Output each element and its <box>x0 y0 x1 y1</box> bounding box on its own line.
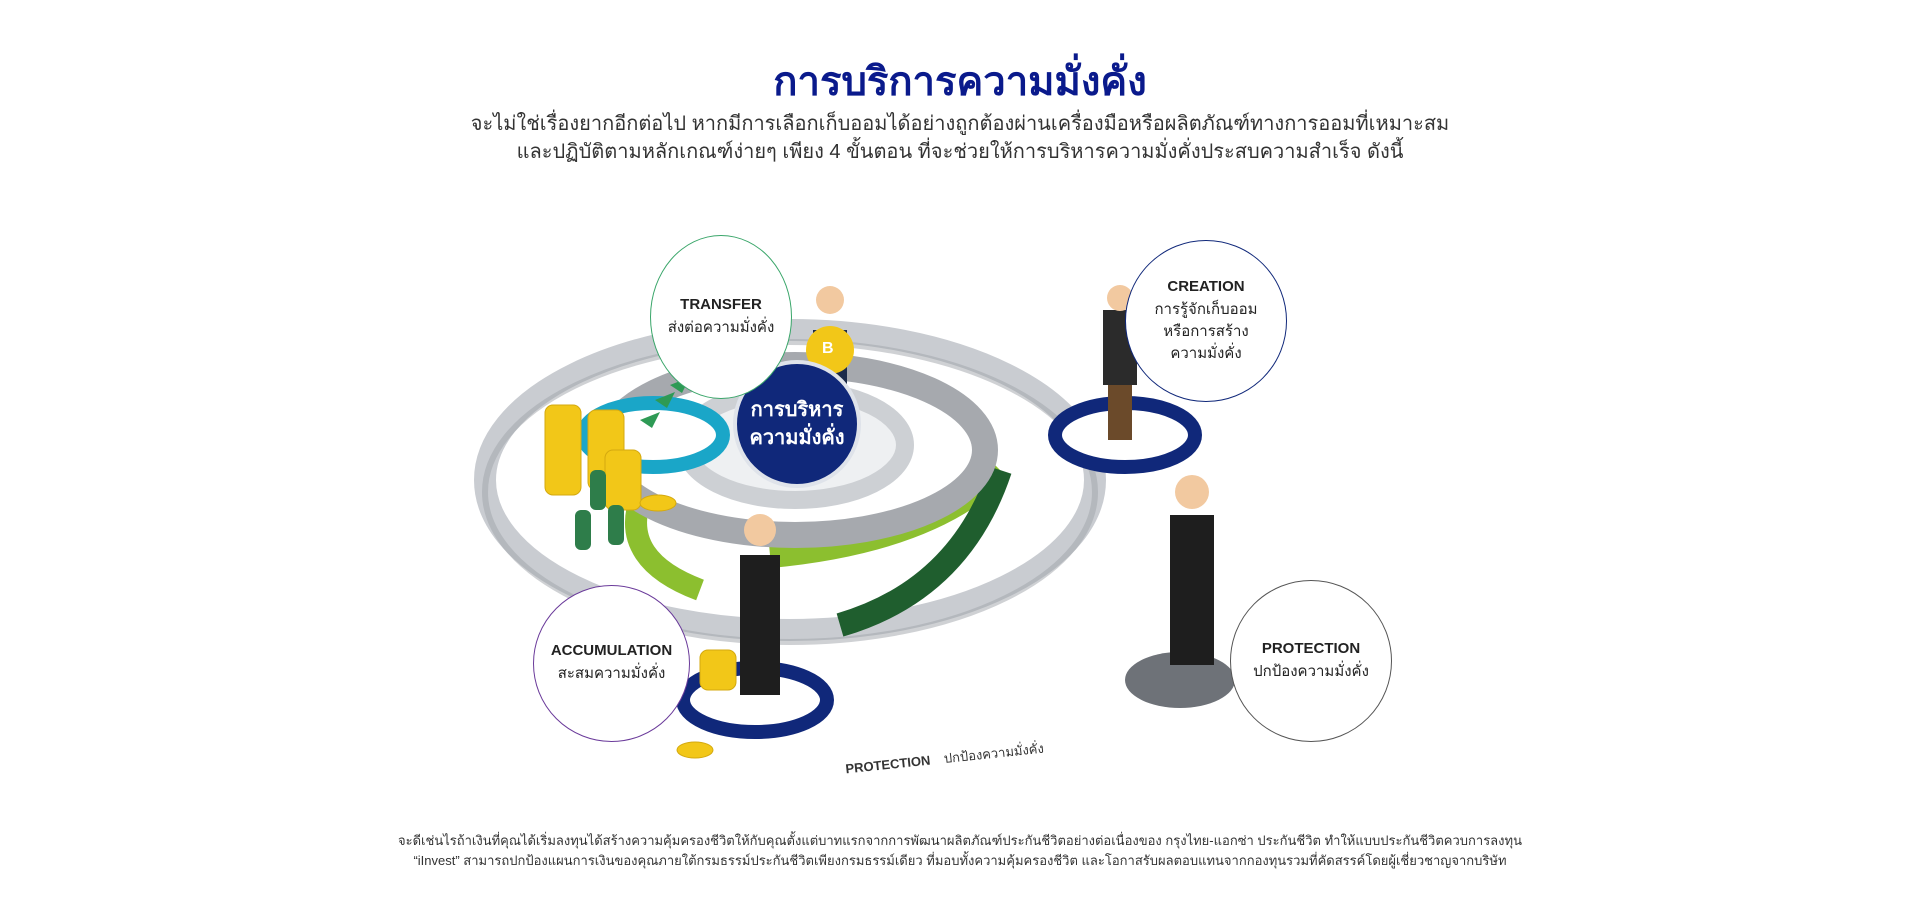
step-creation-desc-3: ความมั่งคั่ง <box>1170 344 1242 362</box>
green-lower-arc <box>625 496 705 601</box>
platform-protection <box>1125 652 1235 708</box>
step-accumulation-title: ACCUMULATION <box>550 642 673 659</box>
intro-line-1: จะไม่ใช่เรื่องยากอีกต่อไป หากมีการเลือกเ… <box>470 113 1450 135</box>
step-transfer: TRANSFER ส่งต่อความมั่งคั่ง <box>650 235 792 399</box>
step-protection-title: PROTECTION <box>1261 639 1361 657</box>
step-creation: CREATION การรู้จักเก็บออม หรือการสร้าง ค… <box>1125 240 1287 402</box>
outer-ring-edge <box>482 339 1098 645</box>
coin-stacks <box>544 404 737 759</box>
darkgreen-arrow-arc <box>836 466 1012 637</box>
step-accumulation: ACCUMULATION สะสมความมั่งคั่ง <box>533 585 690 742</box>
step-accumulation-desc: สะสมความมั่งคั่ง <box>557 665 666 682</box>
center-label-line-1: การบริหาร <box>750 399 844 421</box>
footer-line-2: “iInvest” สามารถปกป้องแผนการเงินของคุณภา… <box>413 853 1507 868</box>
person-accumulation <box>740 514 780 695</box>
step-transfer-title: TRANSFER <box>680 295 762 313</box>
step-creation-title: CREATION <box>1167 277 1245 295</box>
person-protection <box>1170 475 1214 665</box>
coin-letter: B <box>822 340 834 357</box>
pawn-pieces <box>575 470 624 550</box>
footer-line-1: จะดีเช่นไรถ้าเงินที่คุณได้เริ่มลงทุนได้ส… <box>398 833 1522 848</box>
step-creation-desc-1: การรู้จักเก็บออม <box>1154 300 1258 318</box>
page-title: การบริการความมั่งคั่ง <box>773 60 1147 104</box>
center-label: การบริหาร ความมั่งคั่ง <box>733 360 861 488</box>
step-protection: PROTECTION ปกป้องความมั่งคั่ง <box>1230 580 1392 742</box>
step-transfer-desc: ส่งต่อความมั่งคั่ง <box>667 318 775 336</box>
step-creation-desc-2: หรือการสร้าง <box>1163 322 1249 340</box>
center-label-line-2: ความมั่งคั่ง <box>749 427 845 449</box>
intro-line-2: และปฏิบัติตามหลักเกณฑ์ง่ายๆ เพียง 4 ขั้น… <box>516 141 1404 163</box>
step-protection-desc: ปกป้องความมั่งคั่ง <box>1253 662 1369 680</box>
